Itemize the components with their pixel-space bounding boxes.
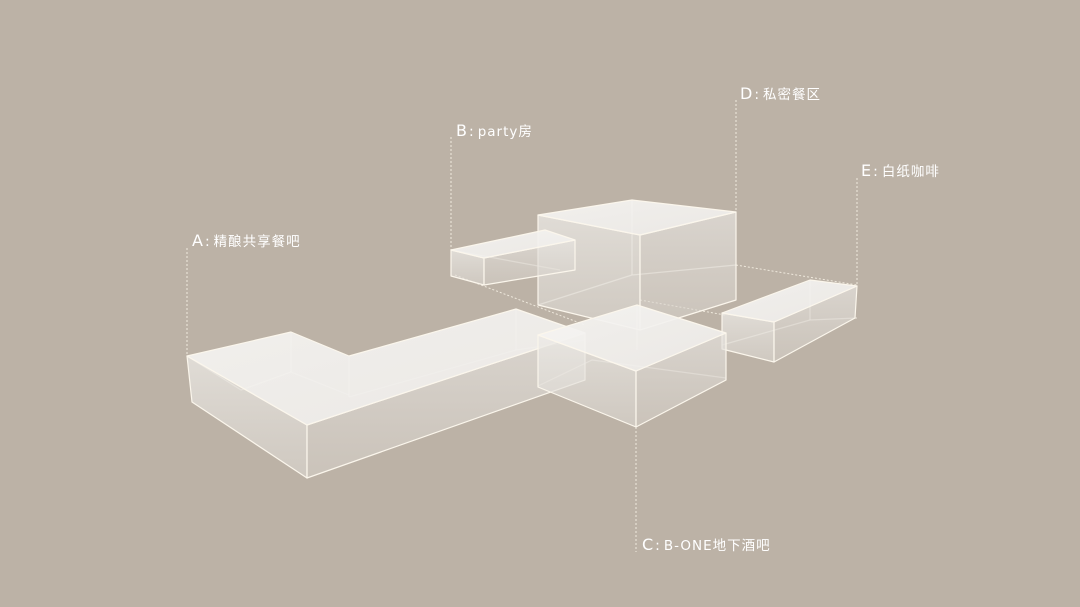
label-a-name: 精酿共享餐吧 xyxy=(213,234,301,250)
label-e-letter: E xyxy=(861,161,872,180)
label-d-letter: D xyxy=(740,84,753,103)
label-b: B:party房 xyxy=(456,121,533,141)
label-b-letter: B xyxy=(456,121,467,140)
label-b-name: party房 xyxy=(477,124,533,140)
label-a-separator: : xyxy=(204,234,211,250)
volume-e xyxy=(721,279,858,363)
label-d-separator: : xyxy=(754,87,761,103)
label-a: A:精酿共享餐吧 xyxy=(192,231,301,251)
label-e: E:白纸咖啡 xyxy=(861,161,940,181)
volume-a xyxy=(186,308,586,479)
label-c-separator: : xyxy=(655,538,661,554)
label-a-letter: A xyxy=(192,231,203,250)
label-e-name: 白纸咖啡 xyxy=(881,164,940,180)
label-d-name: 私密餐区 xyxy=(763,87,822,103)
volume-c xyxy=(537,304,727,428)
label-c-name: B-ONE地下酒吧 xyxy=(663,538,771,554)
leader-lines xyxy=(186,100,858,552)
volume-d xyxy=(537,199,737,331)
label-c-letter: C xyxy=(642,535,654,554)
volume-b xyxy=(450,229,576,286)
label-e-separator: : xyxy=(873,164,879,180)
label-b-separator: : xyxy=(468,124,475,140)
label-c: C:B-ONE地下酒吧 xyxy=(642,535,771,555)
label-d: D:私密餐区 xyxy=(740,84,822,104)
